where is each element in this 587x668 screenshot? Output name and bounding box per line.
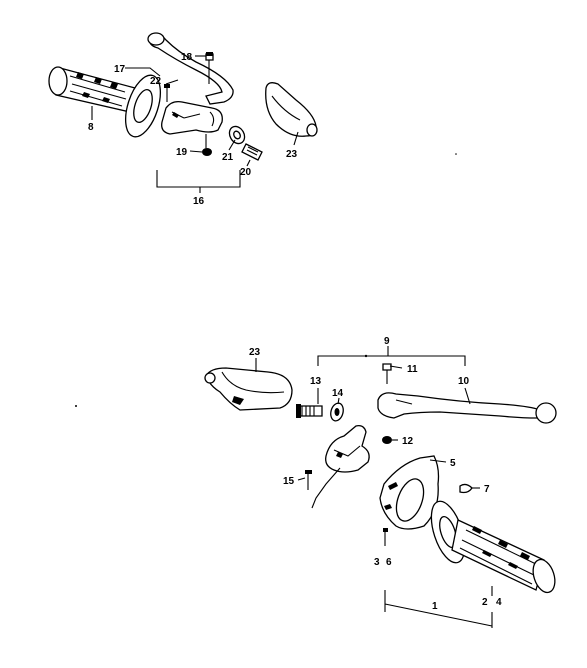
- label-screw-upper: 22: [150, 76, 162, 87]
- label-bracket-assembly: 16: [193, 196, 205, 207]
- stray-dot-1: [455, 153, 457, 155]
- label-nut-upper: 19: [176, 147, 188, 158]
- screw-3-6: [383, 528, 388, 546]
- left-grip: [48, 66, 162, 138]
- nut-lower: [382, 436, 392, 444]
- label-screw-15: 15: [283, 476, 295, 487]
- label-part-4: 4: [496, 597, 502, 608]
- label-cover-lower: 23: [249, 347, 261, 358]
- label-lever-set: 9: [384, 336, 390, 347]
- label-bolt-lower: 13: [310, 376, 322, 387]
- bolt-upper: [241, 143, 263, 161]
- label-throttle-grip-assembly: 1: [432, 601, 438, 612]
- label-nut-lower: 12: [402, 436, 414, 447]
- washer-upper: [228, 125, 246, 145]
- throttle-grip: [430, 500, 556, 594]
- lever-bracket: [161, 100, 223, 148]
- lever-bracket-lower: [311, 424, 370, 509]
- label-screw-6: 6: [386, 557, 392, 568]
- washer-lower: [330, 402, 344, 422]
- stray-dot-2: [75, 405, 77, 407]
- bolt-lower: [296, 404, 323, 418]
- nut-upper: [202, 148, 212, 156]
- label-adjuster-upper: 18: [181, 52, 193, 63]
- clutch-lever: [147, 32, 234, 105]
- throttle-housing: [379, 455, 440, 530]
- small-screw-upper: [164, 84, 170, 102]
- screw-lower: [382, 363, 392, 384]
- clip-7: [459, 483, 473, 494]
- label-washer-lower: 14: [332, 388, 344, 399]
- cover-upper: [265, 82, 318, 137]
- label-cover-upper: 23: [286, 149, 298, 160]
- cover-lower: [204, 367, 293, 411]
- label-bolt-upper: 20: [240, 167, 252, 178]
- label-grip-upper: 8: [88, 122, 94, 133]
- label-screw-3: 3: [374, 557, 380, 568]
- label-clip: 7: [484, 484, 490, 495]
- upper-assembly: 8 17 18 22 19 21 20 23 16: [48, 32, 318, 207]
- label-throttle-housing: 5: [450, 458, 456, 469]
- brake-lever: [377, 392, 557, 424]
- lower-assembly: 23 9 13 11 10 14 12 15 5 7 3 6 2 4 1: [204, 336, 557, 628]
- screw-15: [305, 470, 312, 490]
- leader-dot-9: [364, 354, 368, 358]
- label-lever-upper: 17: [114, 64, 126, 75]
- label-washer-upper: 21: [222, 152, 234, 163]
- label-lever-lower: 10: [458, 376, 470, 387]
- label-screw-lower: 11: [407, 364, 418, 375]
- adjuster-screw: [205, 52, 214, 84]
- label-part-2: 2: [482, 597, 488, 608]
